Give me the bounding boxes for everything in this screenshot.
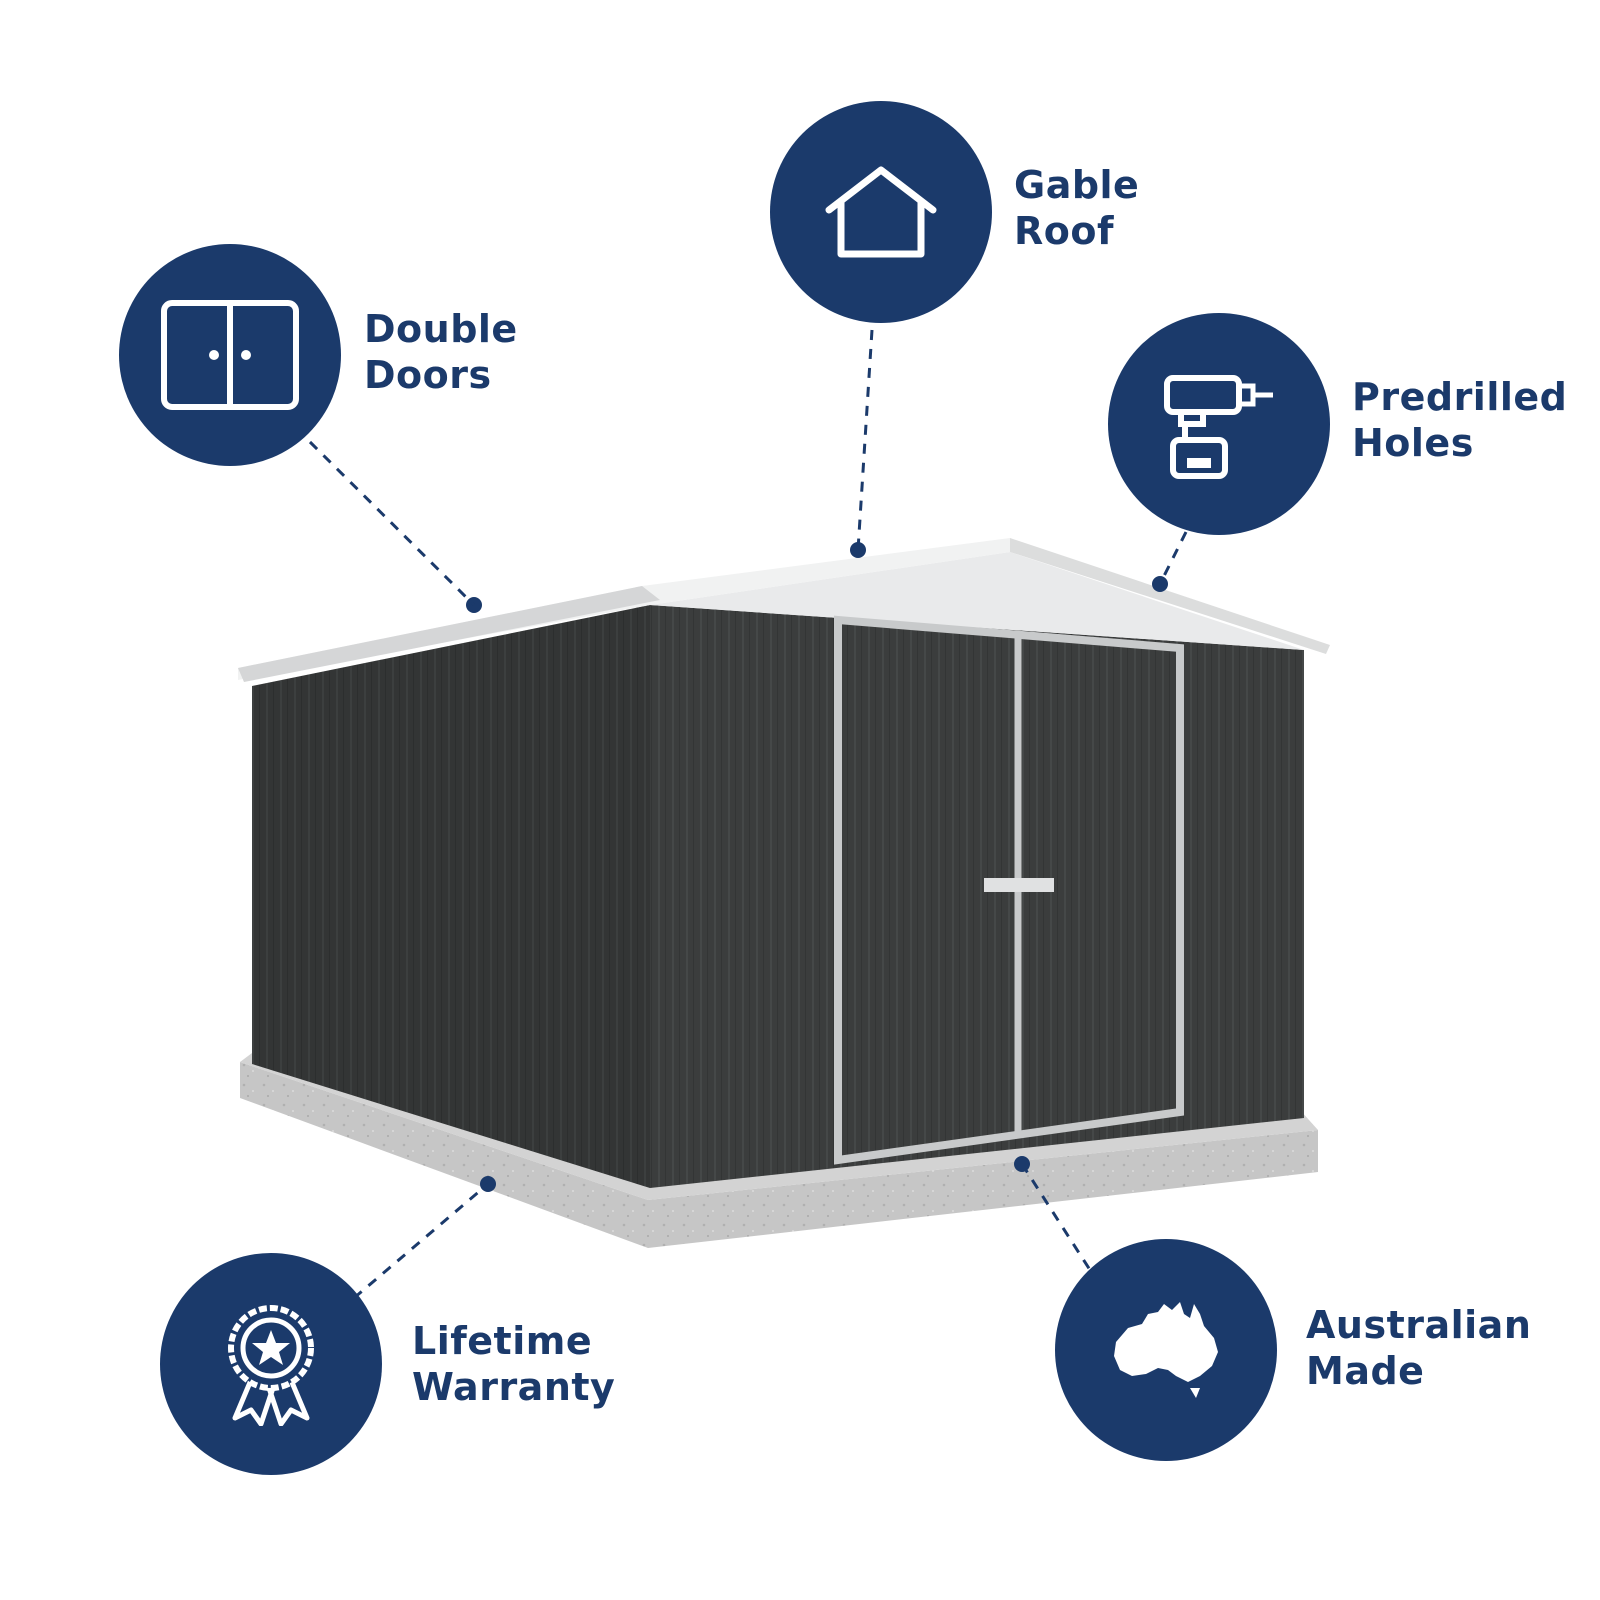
feature-label-australian-made: Australian Made	[1306, 1302, 1531, 1394]
connector-line	[353, 1182, 489, 1300]
award-ribbon-icon	[228, 1305, 314, 1426]
label-line-1: Double	[364, 307, 518, 351]
feature-label-lifetime-warranty: Lifetime Warranty	[412, 1318, 615, 1410]
door-latch	[984, 878, 1054, 892]
label-line-2: Roof	[1014, 209, 1115, 253]
feature-circle-predrilled-holes	[1108, 313, 1330, 535]
connector-line	[1020, 1163, 1092, 1271]
concrete-slab	[240, 1062, 1318, 1248]
feature-label-double-doors: Double Doors	[364, 306, 518, 398]
label-line-1: Australian	[1306, 1303, 1532, 1347]
feature-label-gable-roof: Gable Roof	[1014, 162, 1139, 254]
connector-line	[1158, 531, 1188, 585]
double-door-icon	[161, 300, 299, 410]
drill-icon	[1164, 375, 1273, 479]
shed-gable	[650, 552, 1304, 650]
australia-map-icon	[1114, 1302, 1218, 1398]
feature-circle-lifetime-warranty	[160, 1253, 382, 1475]
label-line-1: Lifetime	[412, 1319, 593, 1363]
connector-line	[856, 329, 874, 551]
connector-dot	[850, 542, 866, 558]
label-line-2: Warranty	[412, 1365, 616, 1409]
shed-front-wall	[650, 605, 1304, 1188]
label-line-1: Predrilled	[1352, 375, 1568, 419]
label-line-2: Doors	[364, 353, 492, 397]
connector-line	[308, 440, 476, 607]
feature-label-predrilled-holes: Predrilled Holes	[1352, 374, 1567, 466]
feature-circle-double-doors	[119, 244, 341, 466]
label-line-2: Holes	[1352, 421, 1474, 465]
label-line-1: Gable	[1014, 163, 1140, 207]
label-line-2: Made	[1306, 1349, 1425, 1393]
shed-side-wall	[252, 605, 650, 1188]
feature-circle-gable-roof	[770, 101, 992, 323]
house-icon	[825, 166, 937, 258]
feature-circle-australian-made	[1055, 1239, 1277, 1461]
